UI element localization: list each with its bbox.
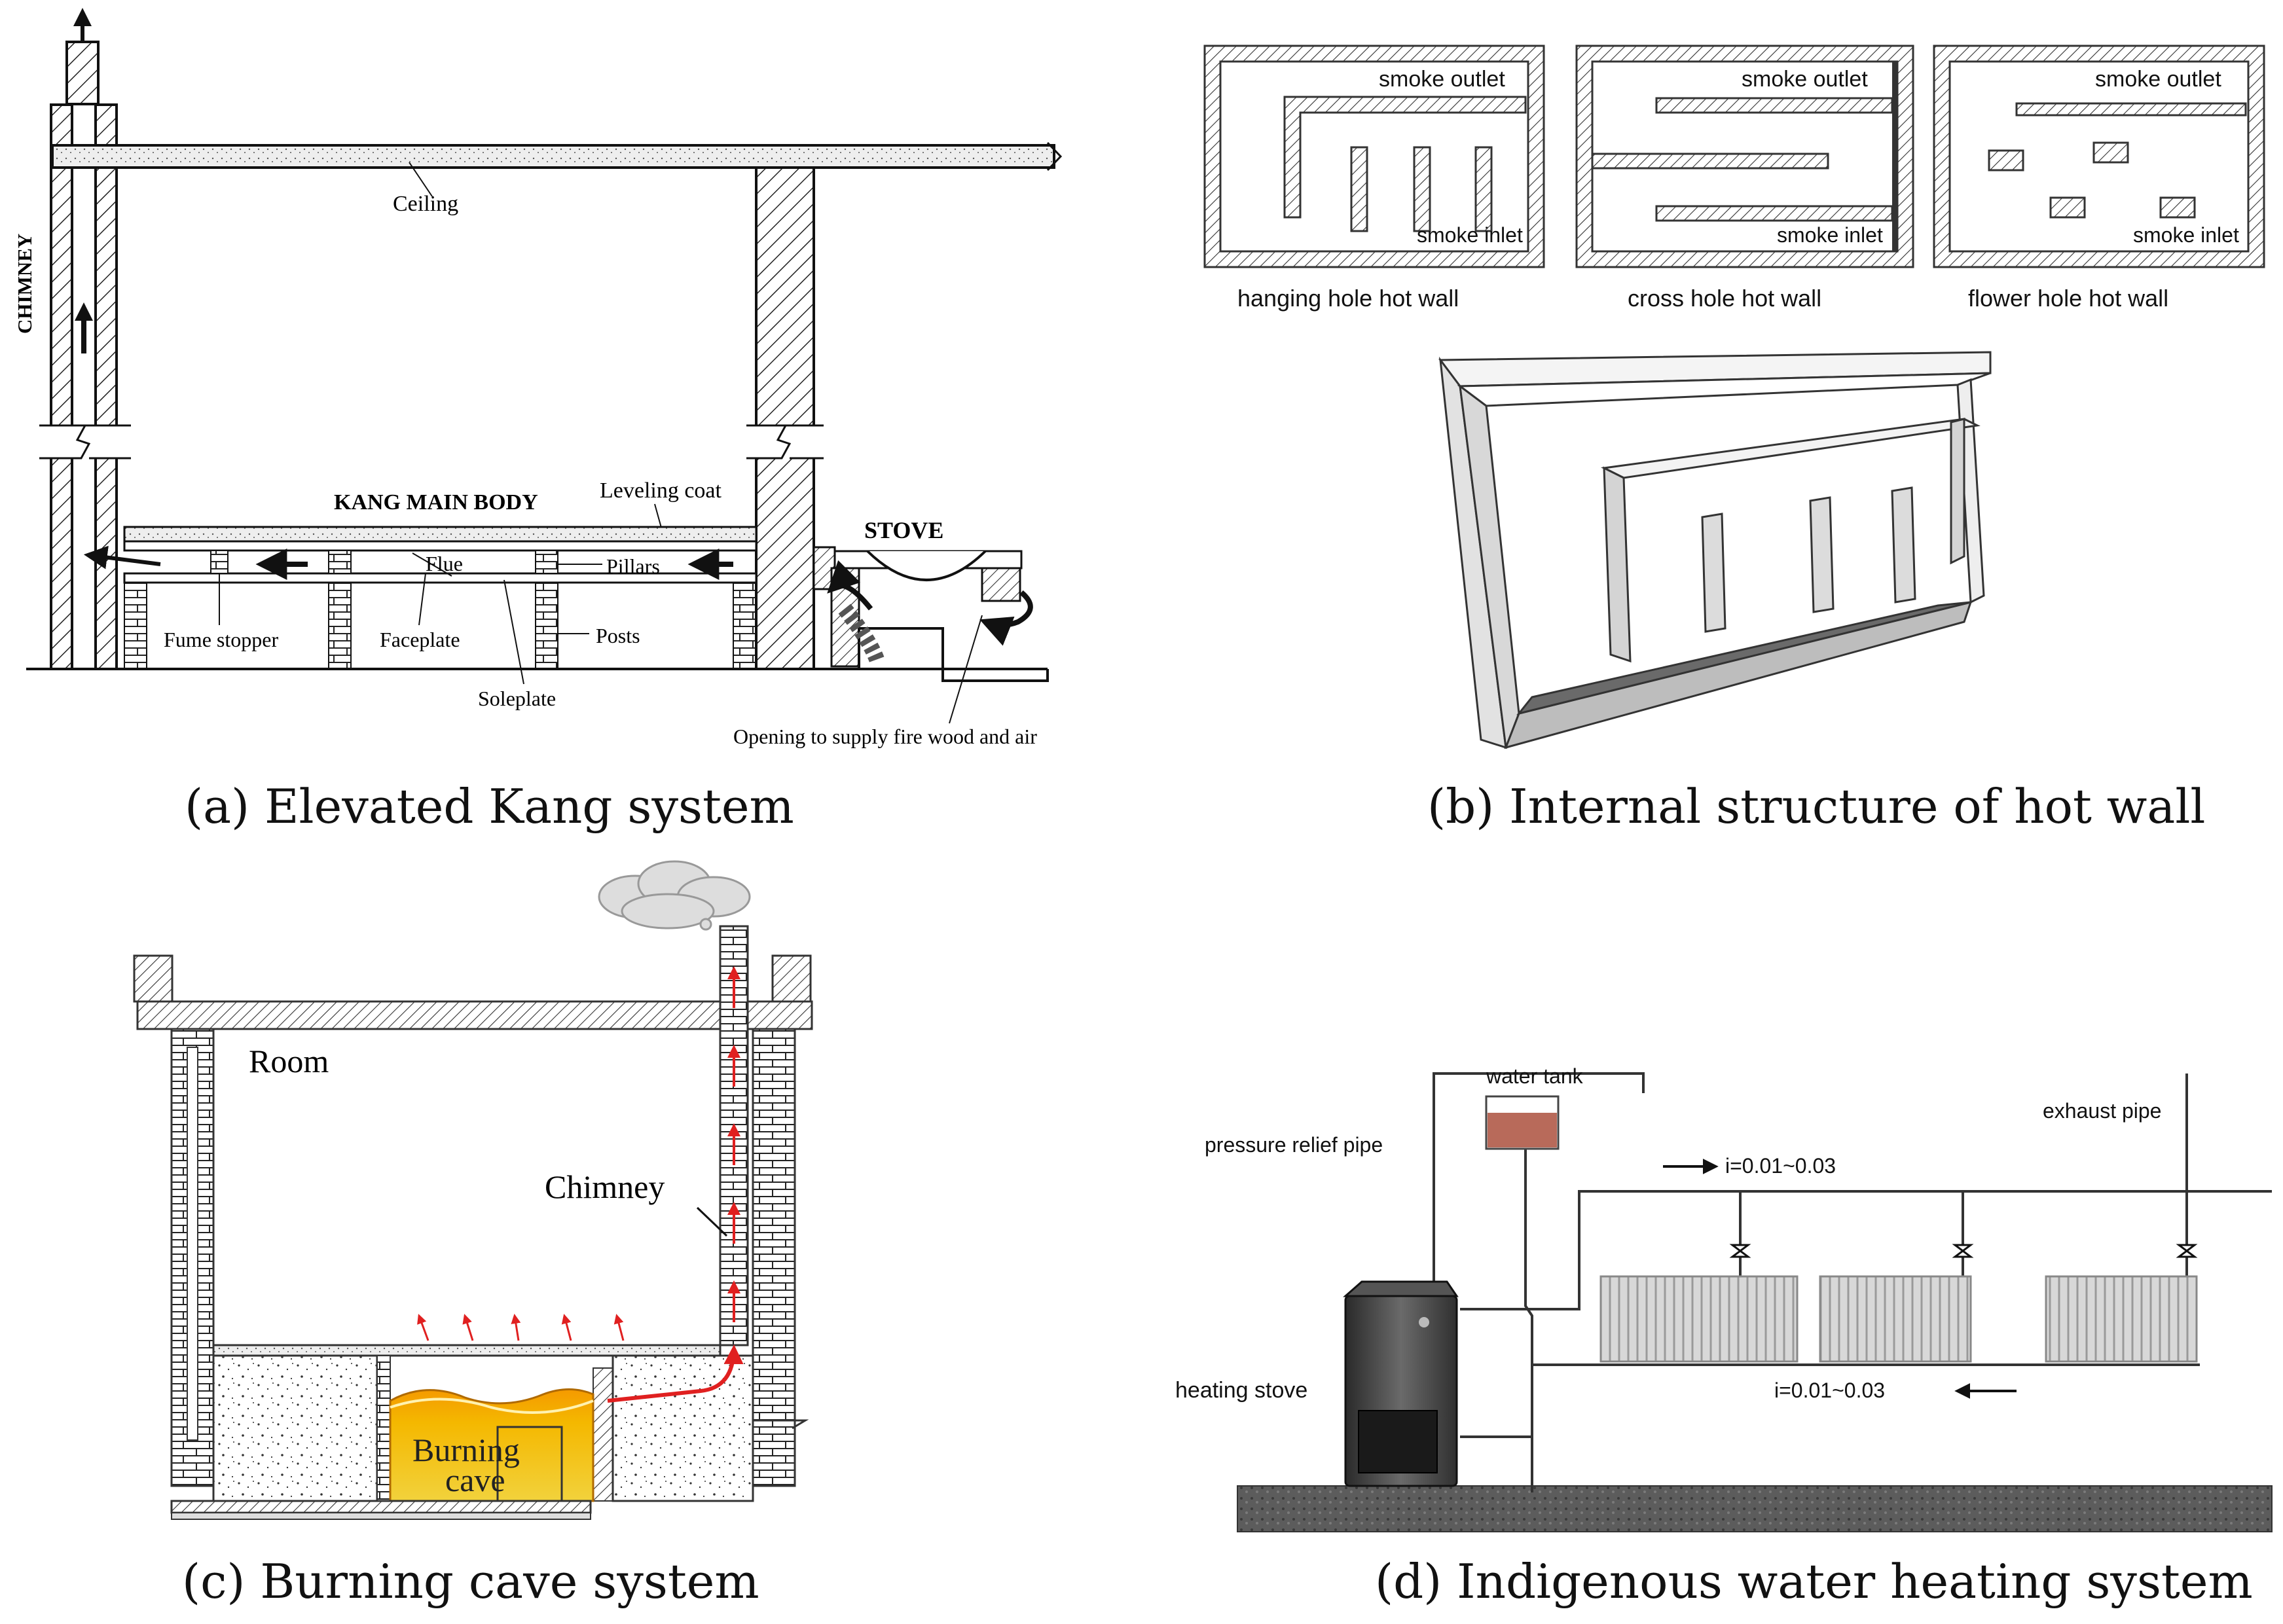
label-kang-main-body: KANG MAIN BODY [334, 490, 538, 514]
radiator [2045, 1275, 2198, 1363]
wall3-inlet-label: smoke inlet [2133, 223, 2239, 247]
panel-water-heating: water tank pressure relief pipe exhaust … [1165, 1034, 2278, 1571]
label-chimney: Chimney [545, 1168, 665, 1205]
burning-cave-fire [389, 1388, 594, 1502]
hot-wall-diagram: smoke outlet smoke inlet hanging hole ho… [1203, 45, 2265, 749]
panel-elevated-kang: CHIMNEY Ceiling KANG MAIN BODY Leveling … [0, 0, 1126, 759]
label-soleplate: Soleplate [478, 687, 556, 710]
hanging-hole-wall: smoke outlet smoke inlet hanging hole ho… [1203, 45, 1545, 312]
panel-hot-wall: smoke outlet smoke inlet hanging hole ho… [1198, 39, 2272, 766]
label-stove: STOVE [864, 517, 943, 543]
firewood [838, 604, 885, 664]
label-pressure-relief-pipe: pressure relief pipe [1205, 1133, 1383, 1157]
label-opening: Opening to supply fire wood and air [733, 725, 1037, 748]
caption-b: (b) Internal structure of hot wall [1427, 779, 2206, 834]
chimney-wall-left [50, 103, 73, 670]
valves [1729, 1244, 2198, 1258]
right-wall [752, 1028, 796, 1487]
wall2-inlet-label: smoke inlet [1777, 223, 1883, 247]
label-fume-stopper: Fume stopper [164, 628, 278, 651]
kang-diagram: CHIMNEY Ceiling KANG MAIN BODY Leveling … [13, 8, 1063, 748]
label-posts: Posts [596, 624, 640, 647]
wall3-outlet-label: smoke outlet [2095, 67, 2221, 92]
label-ceiling: Ceiling [393, 192, 458, 216]
hot-wall-3d-model [1438, 351, 1992, 749]
post [328, 582, 352, 670]
label-burning: Burning [412, 1432, 520, 1468]
radiator [1819, 1275, 1972, 1363]
post [124, 582, 147, 670]
ceiling-slab [51, 144, 1055, 169]
flue-arrow [607, 1344, 744, 1403]
water-heating-diagram: water tank pressure relief pipe exhaust … [1175, 1064, 2273, 1532]
label-room: Room [249, 1043, 329, 1079]
ground [1237, 1485, 2273, 1532]
wall2-outlet-label: smoke outlet [1742, 67, 1868, 92]
wall1-name: hanging hole hot wall [1237, 285, 1459, 312]
label-cave: cave [445, 1462, 505, 1498]
wall1-inlet-label: smoke inlet [1417, 223, 1523, 247]
label-slope-top: i=0.01~0.03 [1725, 1154, 1836, 1178]
post [733, 582, 756, 670]
heat-arrows [417, 1314, 625, 1341]
roof-slab [136, 1000, 813, 1030]
cross-hole-wall: smoke outlet smoke inlet cross hole hot … [1575, 45, 1914, 312]
wall1-outlet-label: smoke outlet [1379, 67, 1505, 92]
label-chimney: CHIMNEY [13, 234, 36, 334]
smoke-cloud [598, 860, 751, 931]
label-water-tank: water tank [1486, 1064, 1584, 1088]
label-exhaust-pipe: exhaust pipe [2043, 1099, 2161, 1123]
panel-burning-cave: Room Chimney Burning cave [98, 851, 838, 1558]
flue-exit-arrow [83, 545, 161, 569]
burning-cave-diagram: Room Chimney Burning cave [133, 860, 813, 1520]
pillar [328, 550, 352, 574]
stove-pot [866, 550, 987, 581]
label-faceplate: Faceplate [380, 628, 460, 651]
chimney-cap [65, 41, 100, 105]
fume-stopper [210, 550, 228, 574]
caption-a: (a) Elevated Kang system [185, 779, 794, 834]
leveling-coat [123, 526, 758, 543]
label-slope-bottom: i=0.01~0.03 [1774, 1379, 1885, 1402]
caption-d: (d) Indigenous water heating system [1375, 1554, 2253, 1609]
air-arrow [979, 590, 1033, 646]
wall2-name: cross hole hot wall [1628, 285, 1821, 312]
label-pillars: Pillars [606, 554, 660, 578]
floor-slab [212, 1344, 721, 1357]
post [535, 582, 558, 670]
room-right-wall [755, 166, 815, 670]
faceplate [123, 540, 758, 552]
wall3-name: flower hole hot wall [1968, 285, 2168, 312]
label-heating-stove: heating stove [1175, 1378, 1307, 1403]
label-flue: Flue [426, 552, 463, 575]
pillar [535, 550, 558, 574]
label-leveling-coat: Leveling coat [600, 478, 722, 503]
caption-c: (c) Burning cave system [182, 1554, 759, 1609]
pipes [1433, 1072, 2272, 1492]
chimney-wall-right [94, 103, 118, 670]
flower-hole-wall: smoke outlet smoke inlet flower hole hot… [1933, 45, 2265, 312]
radiator [1599, 1275, 1799, 1363]
